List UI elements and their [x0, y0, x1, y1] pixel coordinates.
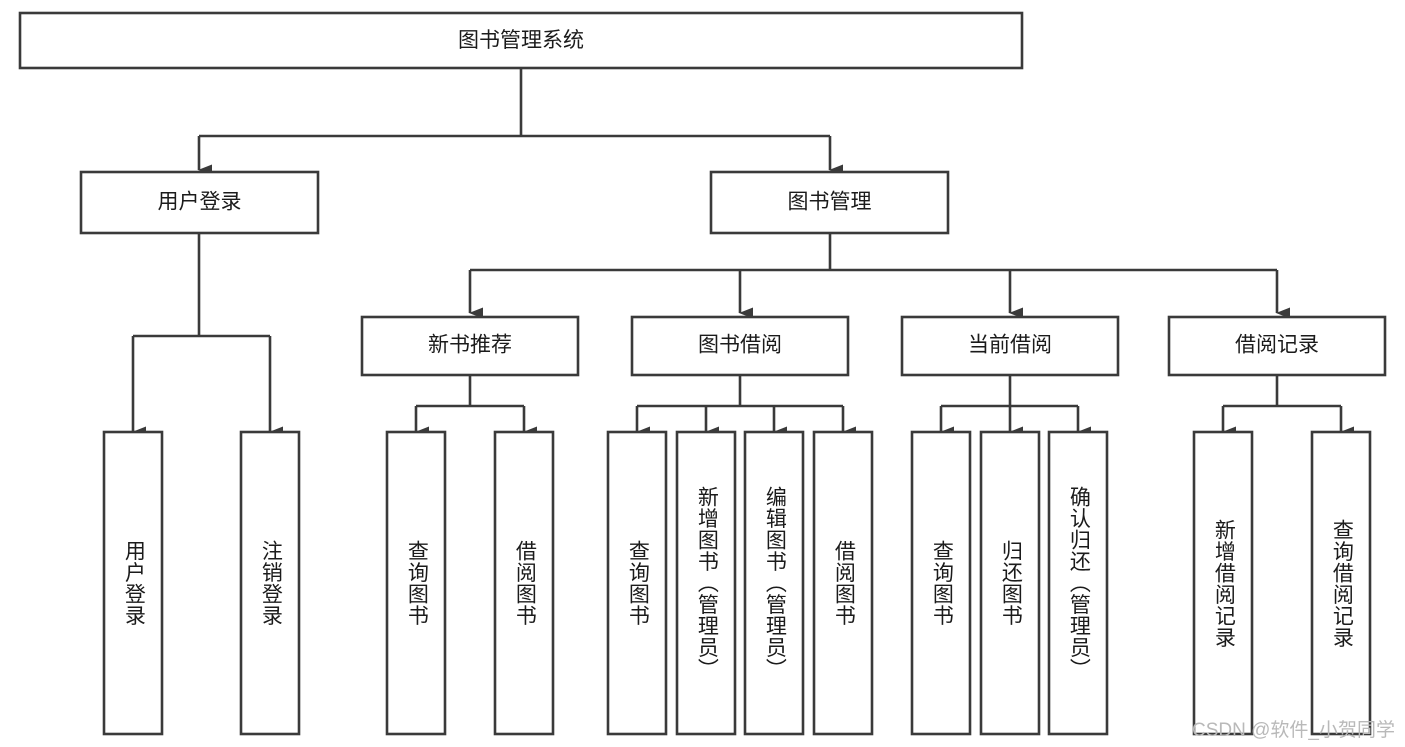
- node-borrow-record[interactable]: [1167, 315, 1387, 377]
- node-new-book-recommend-label: 新书推荐: [428, 334, 512, 357]
- csdn-watermark: CSDN @软件_小贺同学: [1192, 720, 1395, 741]
- node-book-borrow[interactable]: [630, 315, 850, 377]
- node-book-management-label: 图书管理: [788, 191, 872, 214]
- leaf-box-query-borrow-record[interactable]: [1310, 430, 1372, 736]
- leaf-box-borrow-book-2[interactable]: [812, 430, 874, 736]
- leaf-box-return-book[interactable]: [979, 430, 1041, 736]
- node-current-borrow[interactable]: [900, 315, 1120, 377]
- leaf-box-edit-book[interactable]: [743, 430, 805, 736]
- connector-userlogin-to-leaves: [131, 233, 283, 438]
- connector-borrowrecord-to-leaves: [1221, 375, 1354, 438]
- leaf-box-add-borrow-record[interactable]: [1192, 430, 1254, 736]
- leaf-box-query-book-3[interactable]: [910, 430, 972, 736]
- node-root[interactable]: [18, 11, 1024, 70]
- leaf-box-add-book[interactable]: [675, 430, 737, 736]
- leaf-box-confirm-return[interactable]: [1047, 430, 1109, 736]
- node-book-borrow-label: 图书借阅: [698, 334, 782, 357]
- node-root-label: 图书管理系统: [458, 29, 584, 52]
- node-book-management[interactable]: [709, 170, 950, 235]
- node-current-borrow-label: 当前借阅: [968, 334, 1052, 357]
- leaf-box-user-login[interactable]: [102, 430, 164, 736]
- connector-currentborrow-to-leaves: [939, 375, 1091, 438]
- connector-bookmgmt-to-level3: [468, 233, 1290, 319]
- node-user-login-label: 用户登录: [158, 191, 242, 214]
- leaf-box-logout-login[interactable]: [239, 430, 301, 736]
- node-user-login[interactable]: [79, 170, 320, 235]
- leaf-box-query-book-2[interactable]: [606, 430, 668, 736]
- connector-root-to-level2: [197, 68, 843, 176]
- leaf-box-query-book-1[interactable]: [385, 430, 447, 736]
- connector-newbook-to-leaves: [414, 375, 537, 438]
- leaf-box-borrow-book-1[interactable]: [493, 430, 555, 736]
- node-borrow-record-label: 借阅记录: [1235, 334, 1319, 357]
- node-new-book-recommend[interactable]: [360, 315, 580, 377]
- connector-bookborrow-to-leaves: [635, 375, 856, 438]
